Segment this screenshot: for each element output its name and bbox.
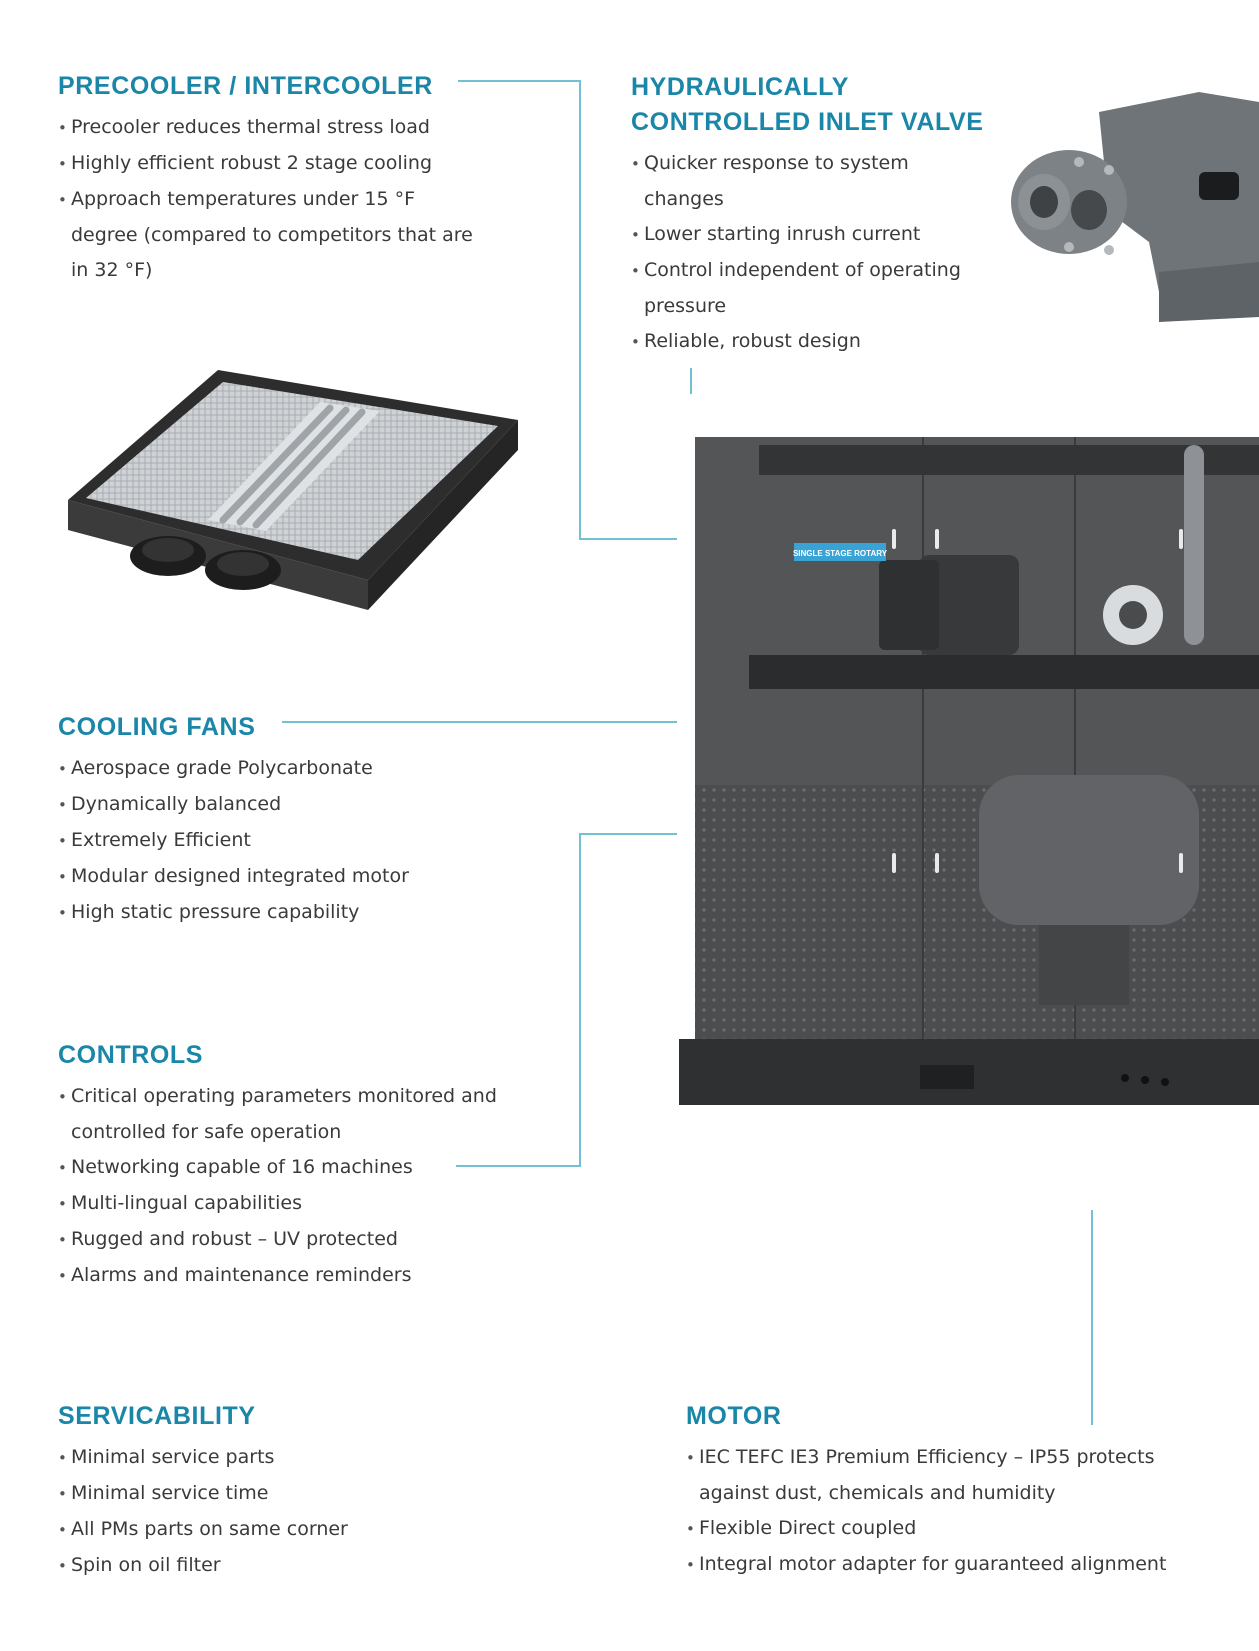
list-item: Rugged and robust – UV protected (58, 1222, 498, 1258)
list-item: Spin on oil filter (58, 1548, 488, 1584)
connector-inlet-valve (690, 368, 692, 394)
list-item: Alarms and maintenance reminders (58, 1258, 498, 1294)
list-item: Extremely Efficient (58, 823, 488, 859)
list-item: High static pressure capability (58, 895, 488, 931)
list-item: Dynamically balanced (58, 787, 488, 823)
heading-servicability: SERVICABILITY (58, 1402, 256, 1430)
list-item: All PMs parts on same corner (58, 1512, 488, 1548)
heading-inlet-valve-line1: HYDRAULICALLY (631, 73, 849, 101)
section-motor: MOTOR IEC TEFC IE3 Premium Efficiency – … (686, 1399, 1186, 1583)
connector-precooler-h (458, 80, 580, 82)
list-item: Aerospace grade Polycarbonate (58, 751, 488, 787)
heading-cooling-fans: COOLING FANS (58, 713, 256, 741)
list-item: Approach temperatures under 15 °F degree… (58, 182, 478, 288)
list-item: Lower starting inrush current (631, 217, 987, 253)
heading-inlet-valve-line2: CONTROLLED INLET VALVE (631, 108, 984, 136)
list-item: Control independent of operating pressur… (631, 253, 987, 324)
list-item: Networking capable of 16 machines (58, 1150, 498, 1186)
connector-precooler-h2 (579, 538, 677, 540)
section-precooler: PRECOOLER / INTERCOOLER Precooler reduce… (58, 69, 478, 288)
connector-precooler-v (579, 80, 581, 540)
motor-list: IEC TEFC IE3 Premium Efficiency – IP55 p… (686, 1440, 1186, 1583)
connector-controls-top (579, 833, 677, 835)
heading-motor: MOTOR (686, 1402, 782, 1430)
servicability-list: Minimal service parts Minimal service ti… (58, 1440, 488, 1584)
cooling-fans-list: Aerospace grade Polycarbonate Dynamicall… (58, 751, 488, 931)
list-item: Highly efficient robust 2 stage cooling (58, 146, 478, 182)
list-item: Precooler reduces thermal stress load (58, 110, 478, 146)
list-item: Flexible Direct coupled (686, 1511, 1186, 1547)
connector-motor (1091, 1210, 1093, 1425)
list-item: Modular designed integrated motor (58, 859, 488, 895)
single-stage-rotary-label: SINGLE STAGE ROTARY (793, 549, 888, 558)
section-inlet-valve: HYDRAULICALLY CONTROLLED INLET VALVE Qui… (631, 70, 987, 360)
list-item: Multi-lingual capabilities (58, 1186, 498, 1222)
inlet-valve-list: Quicker response to system changes Lower… (631, 146, 987, 360)
list-item: Minimal service time (58, 1476, 488, 1512)
heading-controls: CONTROLS (58, 1041, 204, 1069)
list-item: IEC TEFC IE3 Premium Efficiency – IP55 p… (686, 1440, 1186, 1511)
list-item: Minimal service parts (58, 1440, 488, 1476)
connector-controls-h (456, 1165, 581, 1167)
compressor-cabinet-image: SINGLE STAGE ROTARY (679, 437, 1259, 1105)
inlet-valve-image (1011, 92, 1259, 322)
section-cooling-fans: COOLING FANS Aerospace grade Polycarbona… (58, 710, 488, 931)
heading-inlet-valve: HYDRAULICALLY CONTROLLED INLET VALVE (631, 70, 987, 140)
list-item: Integral motor adapter for guaranteed al… (686, 1547, 1186, 1583)
list-item: Reliable, robust design (631, 324, 987, 360)
precooler-list: Precooler reduces thermal stress load Hi… (58, 110, 478, 288)
section-servicability: SERVICABILITY Minimal service parts Mini… (58, 1399, 488, 1584)
heading-precooler: PRECOOLER / INTERCOOLER (58, 72, 433, 100)
list-item: Quicker response to system changes (631, 146, 987, 217)
connector-controls-v (579, 833, 581, 1167)
intercooler-image (68, 370, 518, 610)
controls-list: Critical operating parameters monitored … (58, 1079, 498, 1294)
connector-cooling-fans (282, 721, 677, 723)
list-item: Critical operating parameters monitored … (58, 1079, 498, 1150)
section-controls: CONTROLS Critical operating parameters m… (58, 1038, 498, 1294)
